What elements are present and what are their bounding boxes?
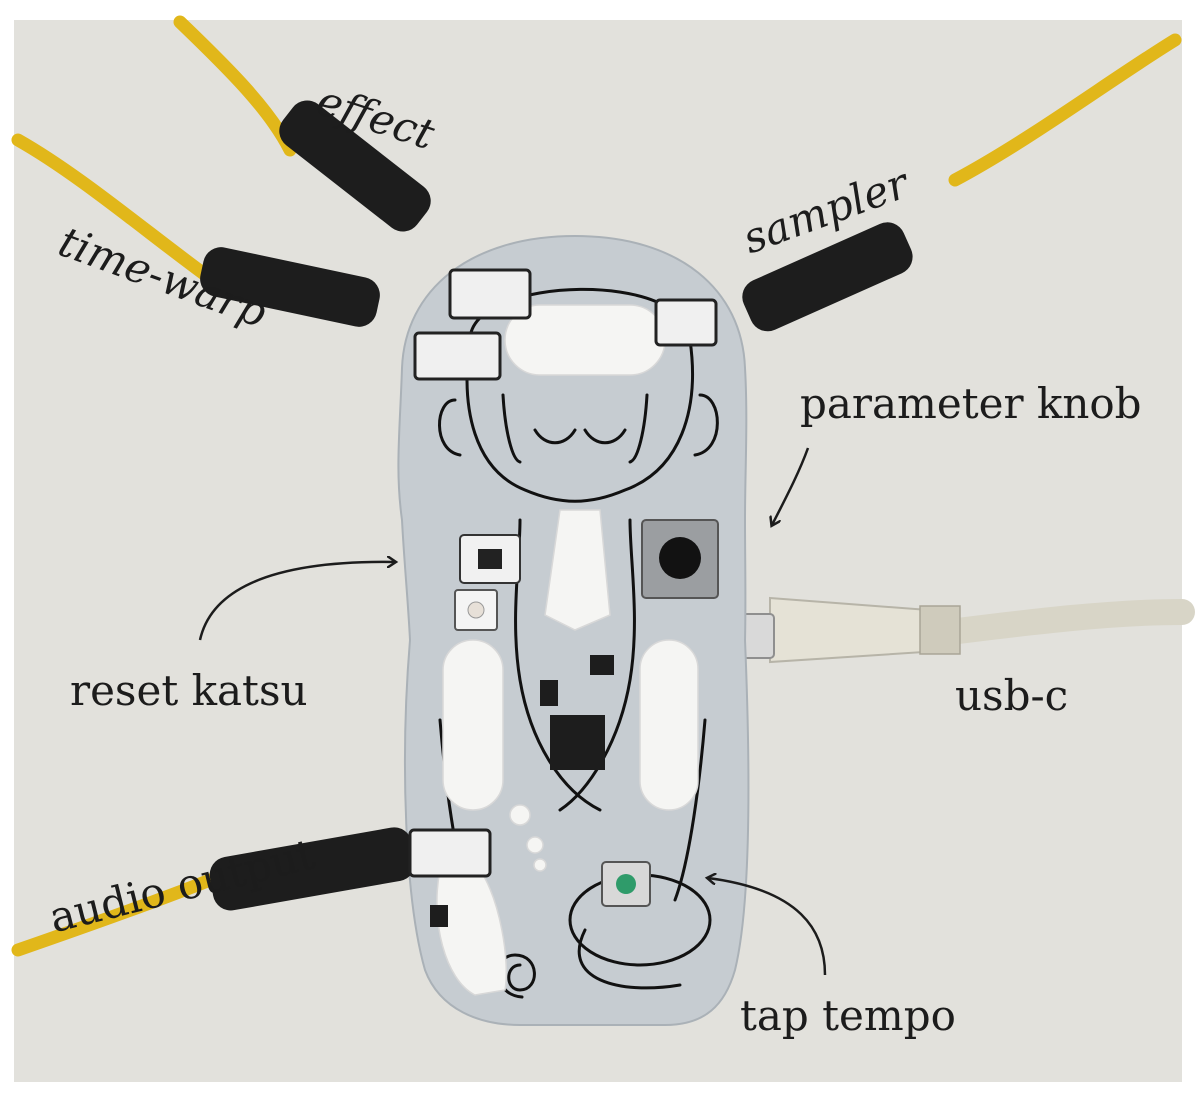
- small-chip-3: [430, 905, 448, 927]
- label-tap-tempo: tap tempo: [740, 991, 956, 1040]
- pcb-board: [397, 234, 750, 1026]
- small-chip-1: [540, 680, 558, 706]
- microcontroller-chip: [550, 715, 605, 770]
- label-usb-c: usb-c: [955, 671, 1068, 720]
- annotation-arrows: [198, 447, 827, 976]
- label-parameter-knob: parameter knob: [800, 379, 1142, 428]
- parameter-knob-shaft: [659, 537, 701, 579]
- reset-switch-slider: [478, 549, 502, 569]
- small-chip-2: [590, 655, 614, 675]
- jack-connectors: [200, 100, 913, 911]
- jack-sockets: [408, 268, 718, 878]
- white-pads: [436, 304, 699, 996]
- tap-tempo-button-cap: [616, 874, 636, 894]
- reset-button-cap: [467, 601, 485, 619]
- label-reset-katsu: reset katsu: [70, 666, 308, 715]
